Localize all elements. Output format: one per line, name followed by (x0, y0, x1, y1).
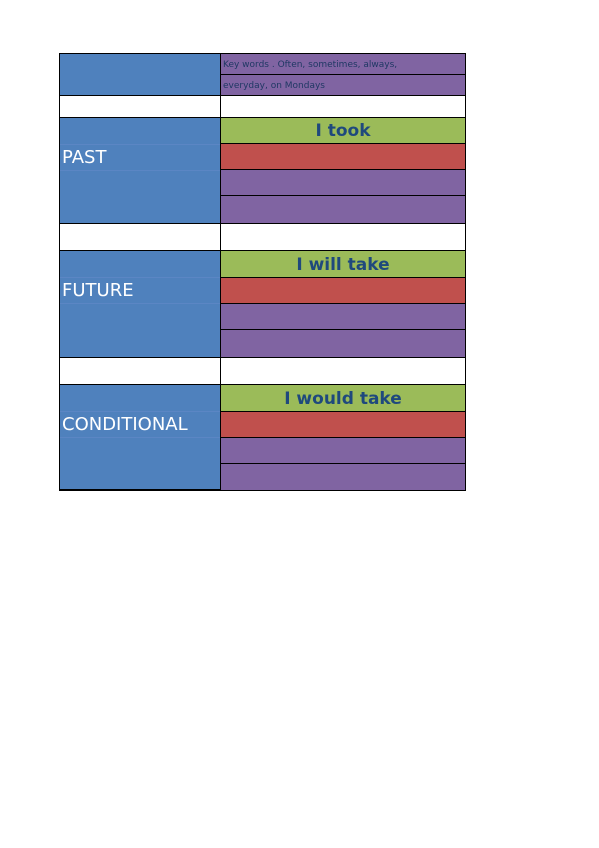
conditional-label-cell: CONDITIONAL (59, 384, 221, 491)
keywords-line-2: everyday, on Mondays (223, 81, 325, 91)
past-label-cell: PAST (59, 117, 221, 224)
spacer-right-3 (220, 357, 466, 385)
past-row-purple-2 (220, 195, 466, 224)
conditional-form: I would take (284, 389, 402, 409)
keywords-cell-2: everyday, on Mondays (220, 74, 466, 96)
past-row-red (220, 143, 466, 170)
spacer-right-1 (220, 95, 466, 118)
future-row-purple-1 (220, 303, 466, 330)
conditional-row-purple-1 (220, 437, 466, 464)
conditional-form-cell: I would take (220, 384, 466, 412)
future-row-red (220, 277, 466, 304)
header-blue-cell (59, 53, 221, 96)
conditional-label: CONDITIONAL (62, 414, 188, 435)
spacer-right-2 (220, 223, 466, 251)
conditional-row-purple-2 (220, 463, 466, 491)
future-label-cell: FUTURE (59, 250, 221, 358)
future-label: FUTURE (62, 280, 134, 301)
past-form: I took (315, 121, 371, 141)
spacer-left-3 (59, 357, 221, 385)
past-form-cell: I took (220, 117, 466, 144)
conditional-row-red (220, 411, 466, 438)
spacer-left-2 (59, 223, 221, 251)
future-form-cell: I will take (220, 250, 466, 278)
keywords-cell-1: Key words . Often, sometimes, always, (220, 53, 466, 75)
keywords-line-1: Key words . Often, sometimes, always, (223, 60, 398, 70)
tense-table: Key words . Often, sometimes, always, ev… (59, 53, 466, 491)
past-row-purple-1 (220, 169, 466, 196)
future-form: I will take (296, 255, 390, 275)
future-row-purple-2 (220, 329, 466, 358)
past-label: PAST (62, 147, 107, 168)
spacer-left-1 (59, 95, 221, 118)
